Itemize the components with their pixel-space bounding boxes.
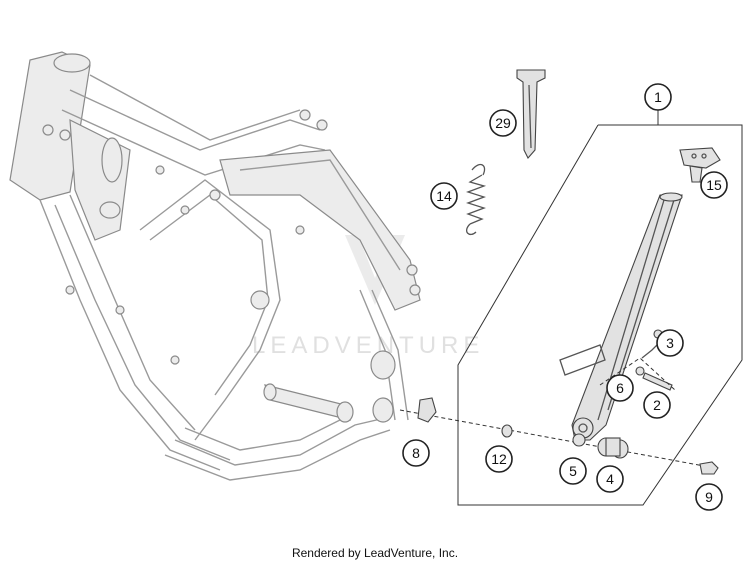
part-6-washer xyxy=(635,366,645,376)
callout-9[interactable]: 9 xyxy=(695,483,723,511)
callout-6[interactable]: 6 xyxy=(606,374,634,402)
callout-4[interactable]: 4 xyxy=(596,465,624,493)
part-14-spring xyxy=(465,163,487,236)
svg-text:9: 9 xyxy=(705,489,713,505)
part-8-nut xyxy=(417,397,437,423)
svg-text:8: 8 xyxy=(412,445,420,461)
svg-text:29: 29 xyxy=(495,115,511,131)
watermark-text: LEADVENTURE xyxy=(252,332,484,359)
svg-text:2: 2 xyxy=(653,397,661,413)
svg-text:15: 15 xyxy=(706,177,722,193)
callout-8[interactable]: 8 xyxy=(402,439,430,467)
motorcycle-frame xyxy=(9,51,421,481)
svg-text:14: 14 xyxy=(436,188,452,204)
callout-1[interactable]: 1 xyxy=(644,83,672,111)
svg-text:12: 12 xyxy=(491,451,507,467)
part-5-washer xyxy=(572,433,586,447)
callout-5[interactable]: 5 xyxy=(559,457,587,485)
svg-text:6: 6 xyxy=(616,380,624,396)
svg-text:1: 1 xyxy=(654,89,662,105)
side-stand-assembly-outline xyxy=(457,110,743,506)
svg-text:3: 3 xyxy=(666,335,674,351)
part-29-strap xyxy=(516,69,546,159)
callout-29[interactable]: 29 xyxy=(489,109,517,137)
callout-12[interactable]: 12 xyxy=(485,445,513,473)
part-12-washer xyxy=(501,424,513,438)
footer-credit: Rendered by LeadVenture, Inc. xyxy=(291,546,459,560)
callout-3[interactable]: 3 xyxy=(656,329,684,357)
callout-15[interactable]: 15 xyxy=(700,171,728,199)
svg-text:5: 5 xyxy=(569,463,577,479)
pivot-axis-line xyxy=(399,409,716,469)
part-4-bushing xyxy=(597,437,629,459)
svg-text:4: 4 xyxy=(606,471,614,487)
callout-14[interactable]: 14 xyxy=(430,182,458,210)
part-2-bolt xyxy=(642,372,673,391)
part-9-screw xyxy=(699,461,719,475)
callout-2[interactable]: 2 xyxy=(643,391,671,419)
part-15-foot-pad xyxy=(679,147,721,183)
